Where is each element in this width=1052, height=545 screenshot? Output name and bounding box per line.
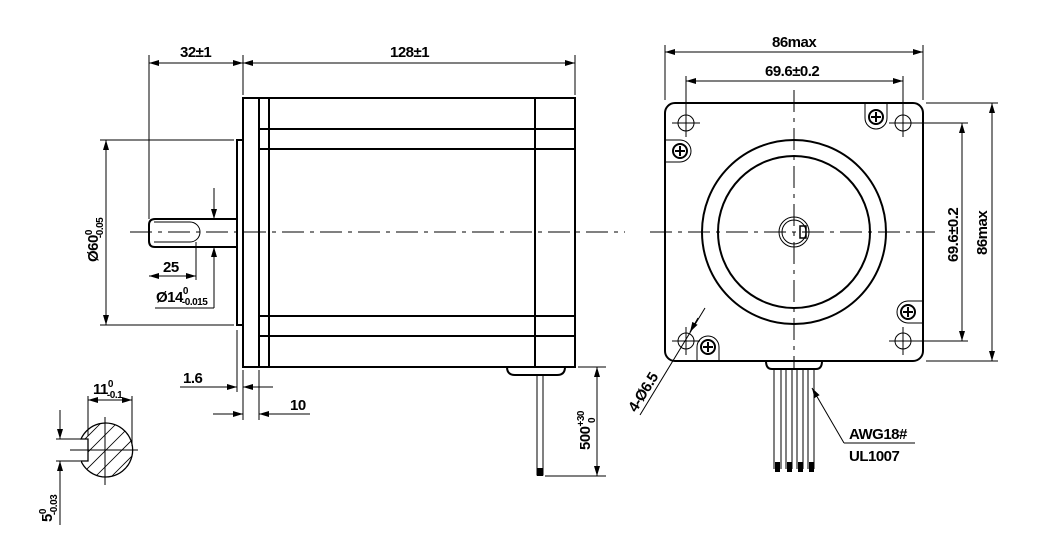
lead-wires xyxy=(773,369,815,472)
shaft-length-label: 32±1 xyxy=(180,44,211,61)
screws xyxy=(665,103,923,361)
screw-icon xyxy=(864,103,888,130)
mount-holes-label: 4-Ø6.5 xyxy=(625,370,662,415)
lead-tab xyxy=(765,360,823,370)
key-width-label: 50-0.03 xyxy=(38,494,60,522)
wire-standard-label: UL1007 xyxy=(849,448,900,465)
key-length-label: 25 xyxy=(163,259,179,276)
flange-diameter-label: Ø600-0.05 xyxy=(84,217,106,262)
lead-length-label: 500+300 xyxy=(576,410,598,450)
shaft-diameter-label: Ø140-0.015 xyxy=(156,286,208,308)
hole-spacing-v-label: 69.6±0.2 xyxy=(945,208,962,262)
front-cap-label: 10 xyxy=(290,397,306,414)
wire-gauge-label: AWG18# xyxy=(849,426,908,443)
side-view: 32±1 128±1 Ø600-0.05 Ø140-0.015 25 1.6 1… xyxy=(84,44,625,477)
lead-tab xyxy=(506,366,566,376)
overall-width-label: 86max xyxy=(772,34,817,51)
overall-height-label: 86max xyxy=(974,210,991,255)
lead-wire xyxy=(536,374,544,476)
shaft xyxy=(148,218,237,248)
hole-spacing-h-label: 69.6±0.2 xyxy=(765,63,819,80)
flat-width-label: 110-0.1 xyxy=(93,379,123,401)
shaft-section: 110-0.1 50-0.03 xyxy=(38,379,138,525)
screw-icon xyxy=(665,139,692,163)
screw-icon xyxy=(696,335,720,361)
body-length-label: 128±1 xyxy=(390,44,429,61)
flange-thickness-label: 1.6 xyxy=(183,370,203,387)
mount-holes xyxy=(672,109,917,355)
front-view: 86max 69.6±0.2 69.6±0.2 86max 4-Ø6.5 AWG… xyxy=(625,34,998,472)
screw-icon xyxy=(896,300,923,324)
